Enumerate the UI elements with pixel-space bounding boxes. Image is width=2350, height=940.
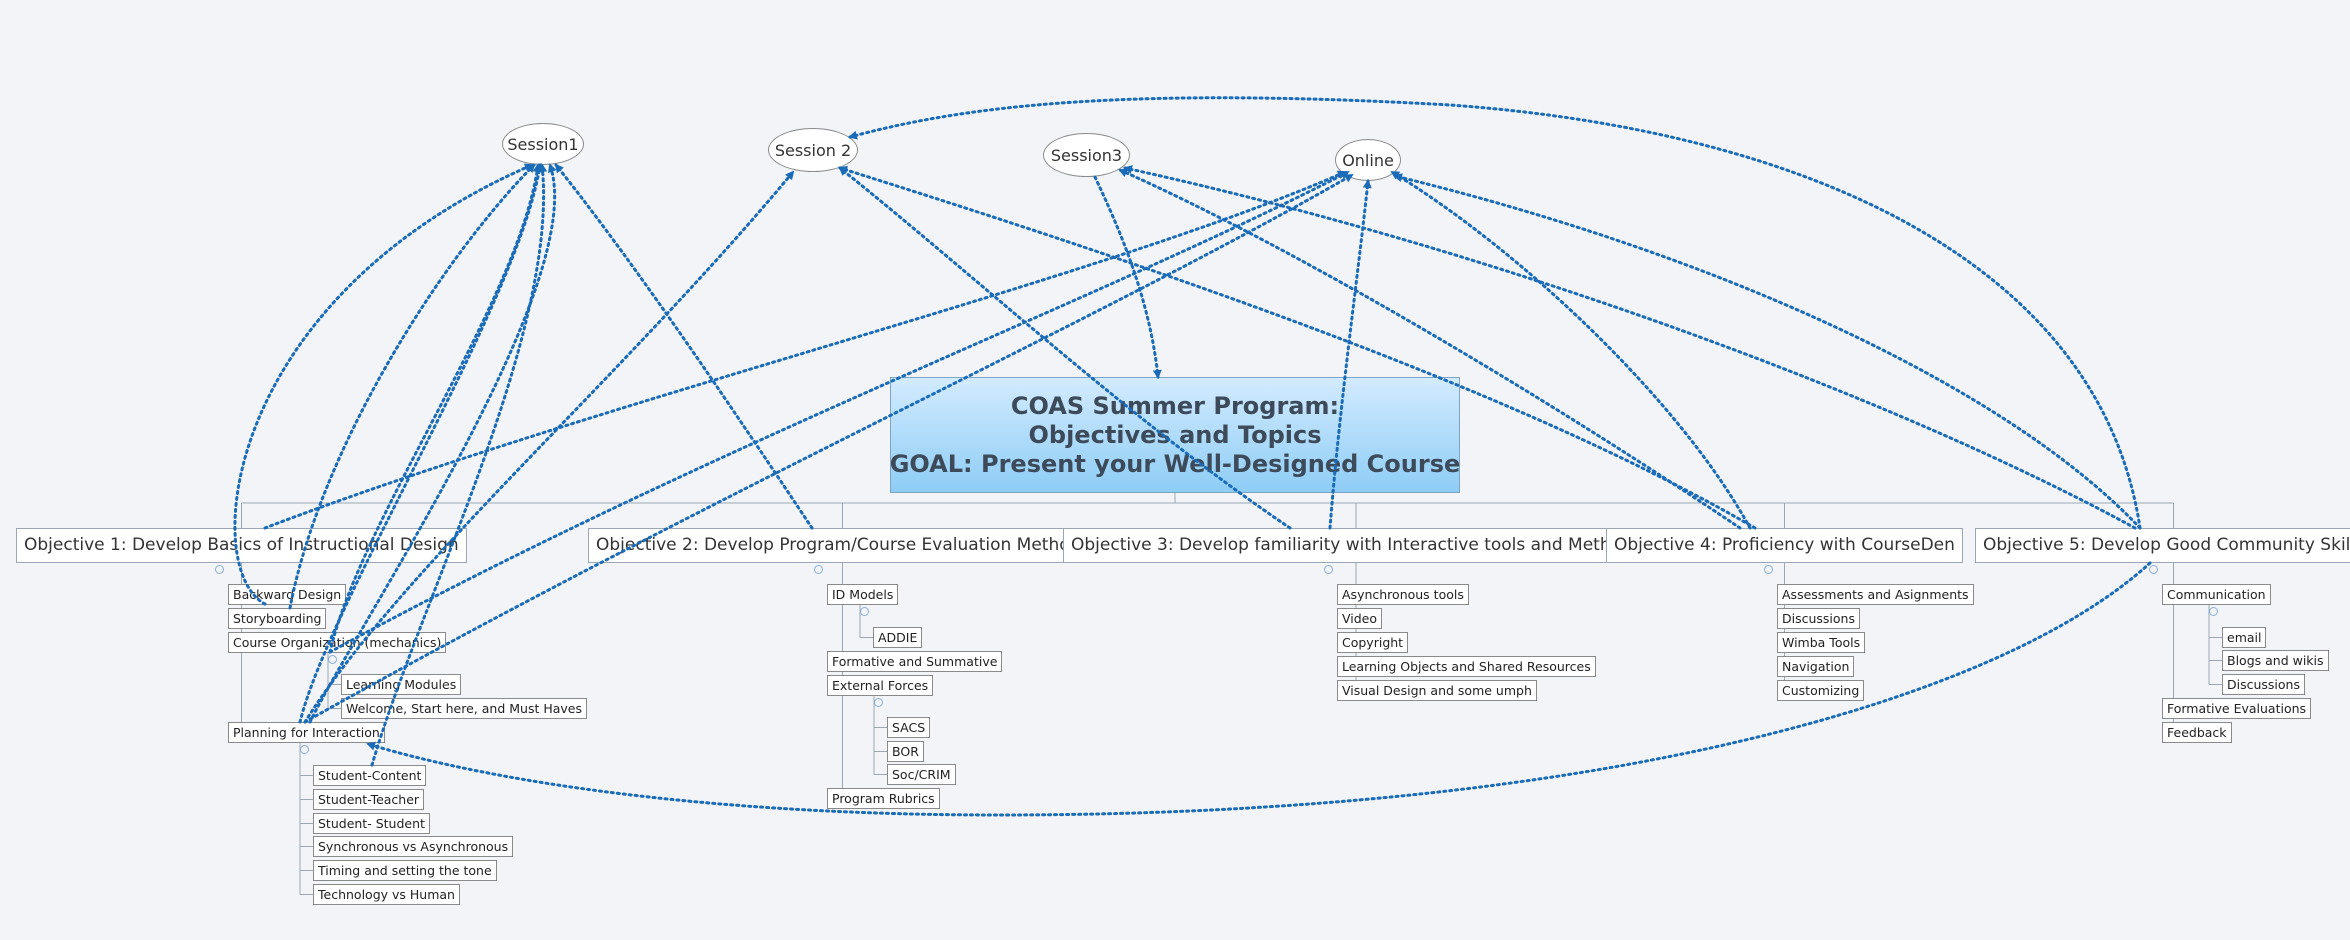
central-goal-line: GOAL: Present your Well-Designed Course — [889, 449, 1461, 478]
topic-storyboarding[interactable]: Storyboarding — [228, 608, 327, 629]
central-title-line-1: COAS Summer Program: — [1010, 391, 1340, 420]
topic-wimba-tools[interactable]: Wimba Tools — [1777, 632, 1866, 653]
topic-blogs-and-wikis[interactable]: Blogs and wikis — [2222, 650, 2329, 671]
collapse-toggle-objective-5[interactable] — [2149, 565, 2158, 574]
topic-customizing[interactable]: Customizing — [1777, 680, 1865, 701]
topic-feedback[interactable]: Feedback — [2162, 722, 2232, 743]
collapse-toggle-objective-2[interactable] — [814, 565, 823, 574]
collapse-toggle-id-models[interactable] — [860, 607, 869, 616]
objective-2-node[interactable]: Objective 2: Develop Program/Course Eval… — [588, 528, 1098, 563]
topic-synchronous-vs-asynchronous[interactable]: Synchronous vs Asynchronous — [313, 836, 514, 857]
topic-discussions[interactable]: Discussions — [1777, 608, 1860, 629]
collapse-toggle-communication[interactable] — [2209, 607, 2218, 616]
objective-3-node[interactable]: Objective 3: Develop familiarity with In… — [1063, 528, 1649, 563]
topic-formative-evaluations[interactable]: Formative Evaluations — [2162, 698, 2312, 719]
session-2-label: Session 2 — [774, 140, 852, 160]
topic-course-organization[interactable]: Course Organization (mechanics) — [228, 632, 447, 653]
topic-community-discussions[interactable]: Discussions — [2222, 674, 2305, 695]
topic-assessments-and-assignments[interactable]: Assessments and Asignments — [1777, 584, 1974, 605]
topic-welcome-start-here[interactable]: Welcome, Start here, and Must Haves — [341, 698, 587, 719]
session-3-node[interactable]: Session3 — [1043, 133, 1130, 177]
objective-5-node[interactable]: Objective 5: Develop Good Community Skil… — [1975, 528, 2350, 563]
topic-timing-and-tone[interactable]: Timing and setting the tone — [313, 860, 497, 881]
topic-formative-and-summative[interactable]: Formative and Summative — [827, 651, 1003, 672]
objective-1-node[interactable]: Objective 1: Develop Basics of Instructi… — [16, 528, 467, 563]
session-3-label: Session3 — [1050, 145, 1123, 165]
topic-student-student[interactable]: Student- Student — [313, 813, 430, 834]
collapse-toggle-objective-3[interactable] — [1324, 565, 1333, 574]
session-1-label: Session1 — [507, 134, 579, 154]
collapse-toggle-course-organization[interactable] — [328, 655, 337, 664]
online-label: Online — [1342, 150, 1394, 170]
topic-email[interactable]: email — [2222, 627, 2267, 648]
topic-technology-vs-human[interactable]: Technology vs Human — [313, 884, 460, 905]
topic-communication[interactable]: Communication — [2162, 584, 2271, 605]
topic-backward-design[interactable]: Backward Design — [228, 584, 347, 605]
topic-student-teacher[interactable]: Student-Teacher — [313, 789, 425, 810]
session-1-node[interactable]: Session1 — [502, 123, 584, 165]
topic-learning-modules[interactable]: Learning Modules — [341, 674, 462, 695]
topic-external-forces[interactable]: External Forces — [827, 675, 934, 696]
topic-navigation[interactable]: Navigation — [1777, 656, 1855, 677]
objective-4-node[interactable]: Objective 4: Proficiency with CourseDen — [1606, 528, 1963, 563]
topic-student-content[interactable]: Student-Content — [313, 765, 427, 786]
collapse-toggle-planning-for-interaction[interactable] — [300, 745, 309, 754]
topic-learning-objects[interactable]: Learning Objects and Shared Resources — [1337, 656, 1596, 677]
topic-sacs[interactable]: SACS — [887, 717, 931, 738]
topic-asynchronous-tools[interactable]: Asynchronous tools — [1337, 584, 1469, 605]
central-topic[interactable]: COAS Summer Program: Objectives and Topi… — [890, 377, 1460, 493]
collapse-toggle-objective-1[interactable] — [215, 565, 224, 574]
topic-planning-for-interaction[interactable]: Planning for Interaction — [228, 722, 385, 743]
collapse-toggle-external-forces[interactable] — [874, 698, 883, 707]
topic-visual-design[interactable]: Visual Design and some umph — [1337, 680, 1537, 701]
topic-video[interactable]: Video — [1337, 608, 1383, 629]
topic-copyright[interactable]: Copyright — [1337, 632, 1409, 653]
session-2-node[interactable]: Session 2 — [768, 128, 858, 172]
topic-program-rubrics[interactable]: Program Rubrics — [827, 788, 940, 809]
topic-bor[interactable]: BOR — [887, 741, 924, 762]
topic-soc-crim[interactable]: Soc/CRIM — [887, 764, 956, 785]
central-title-line-2: Objectives and Topics — [1028, 420, 1322, 449]
collapse-toggle-objective-4[interactable] — [1764, 565, 1773, 574]
topic-id-models[interactable]: ID Models — [827, 584, 899, 605]
online-node[interactable]: Online — [1335, 139, 1401, 181]
topic-addie[interactable]: ADDIE — [873, 627, 923, 648]
